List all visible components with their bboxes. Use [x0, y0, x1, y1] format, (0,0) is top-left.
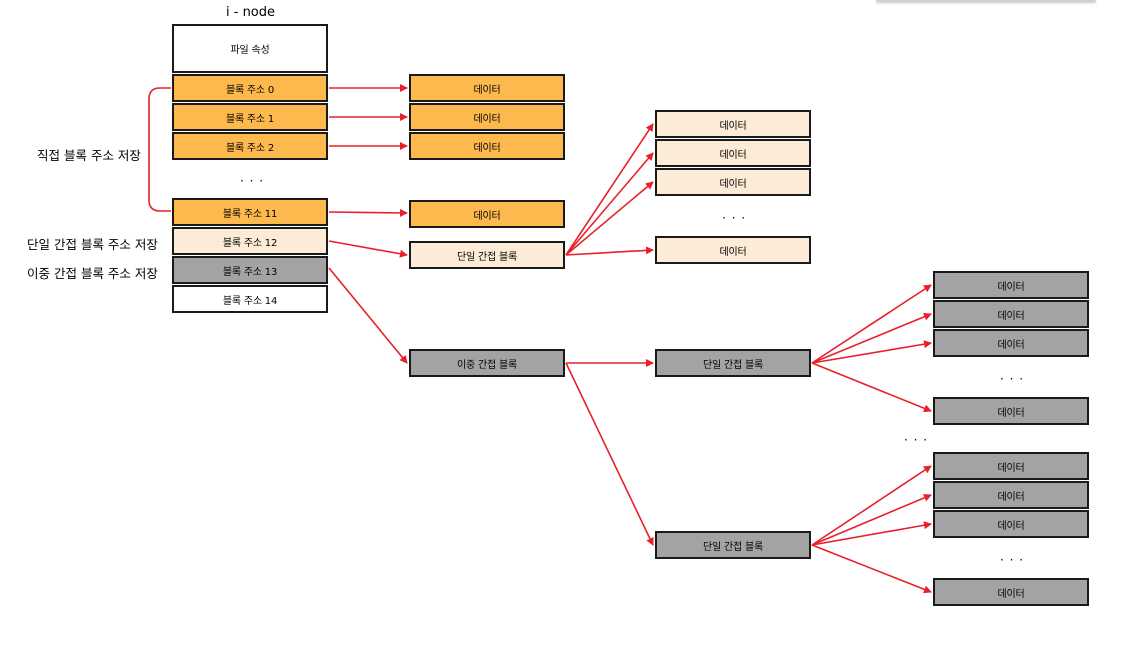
double-data-b-2: 데이터	[933, 481, 1089, 509]
double-group-ellipsis: · · ·	[904, 433, 929, 447]
arrow-addr12-single	[328, 240, 408, 258]
block-address-0: 블록 주소 0	[172, 74, 328, 102]
block-address-1: 블록 주소 1	[172, 103, 328, 131]
arrow-b-datalast	[811, 544, 932, 594]
arrow-single-data3	[565, 181, 654, 256]
window-top-edge	[876, 0, 1096, 2]
arrow-b-data1	[811, 465, 932, 546]
block-address-13: 블록 주소 13	[172, 256, 328, 284]
data-block-direct-1: 데이터	[409, 103, 565, 131]
single-data-block-2: 데이터	[655, 139, 811, 167]
data-block-direct-11: 데이터	[409, 200, 565, 228]
single-data-ellipsis: · · ·	[722, 211, 747, 225]
inode-ellipsis: · · ·	[240, 174, 265, 188]
double-data-b-3: 데이터	[933, 510, 1089, 538]
single-data-block-3: 데이터	[655, 168, 811, 196]
data-block-direct-2: 데이터	[409, 132, 565, 160]
single-data-block-1: 데이터	[655, 110, 811, 138]
double-indirect-label: 이중 간접 블록 주소 저장	[27, 266, 158, 281]
double-data-a-2: 데이터	[933, 300, 1089, 328]
data-block-direct-0: 데이터	[409, 74, 565, 102]
direct-block-label: 직접 블록 주소 저장	[37, 148, 141, 163]
block-address-2: 블록 주소 2	[172, 132, 328, 160]
double-single-indirect-block-2: 단일 간접 블록	[655, 531, 811, 559]
single-indirect-block: 단일 간접 블록	[409, 241, 565, 269]
file-attributes-cell: 파일 속성	[172, 24, 328, 73]
arrow-addr11-data	[328, 208, 408, 217]
arrow-a-data2	[811, 312, 932, 364]
double-indirect-block: 이중 간접 블록	[409, 349, 565, 377]
single-data-block-last: 데이터	[655, 236, 811, 264]
direct-block-bracket	[148, 87, 171, 212]
arrow-b-data2	[811, 494, 932, 546]
double-data-a-1: 데이터	[933, 271, 1089, 299]
block-address-14: 블록 주소 14	[172, 285, 328, 313]
double-data-a-ellipsis: · · ·	[1000, 372, 1025, 386]
arrow-single-data1	[565, 123, 654, 256]
double-data-a-3: 데이터	[933, 329, 1089, 357]
block-address-12: 블록 주소 12	[172, 227, 328, 255]
arrow-a-data1	[811, 284, 932, 364]
double-data-b-ellipsis: · · ·	[1000, 553, 1025, 567]
arrow-single-datalast	[565, 246, 654, 256]
arrow-addr13-double	[328, 267, 408, 364]
block-address-11: 블록 주소 11	[172, 198, 328, 226]
arrow-a-datalast	[811, 362, 932, 413]
double-data-a-last: 데이터	[933, 397, 1089, 425]
arrow-single-data2	[565, 152, 654, 256]
double-single-indirect-block-1: 단일 간접 블록	[655, 349, 811, 377]
inode-title: i - node	[226, 5, 276, 20]
double-data-b-1: 데이터	[933, 452, 1089, 480]
single-indirect-label: 단일 간접 블록 주소 저장	[27, 237, 158, 252]
arrow-a-data3	[811, 340, 932, 364]
arrow-b-data3	[811, 521, 932, 546]
arrow-double-single2	[565, 362, 654, 546]
double-data-b-last: 데이터	[933, 578, 1089, 606]
